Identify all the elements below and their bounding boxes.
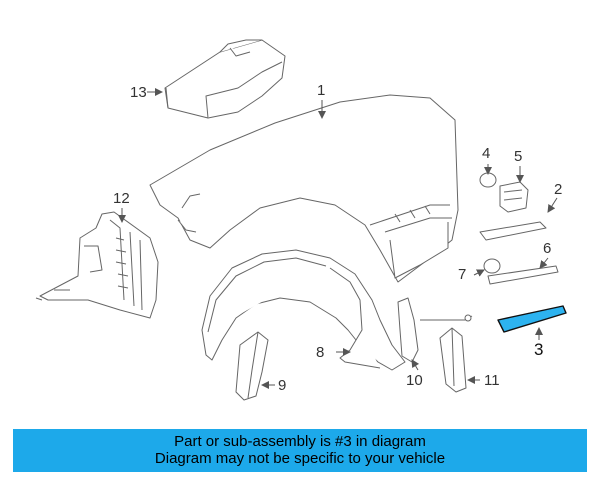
part-2-moulding — [479, 221, 547, 241]
part-9-liner-extension — [235, 331, 269, 401]
banner-line-2: Diagram may not be specific to your vehi… — [154, 450, 446, 467]
part-4-grommet — [479, 172, 497, 188]
callout-12: 12 — [113, 190, 130, 207]
part-12-headlamp-bracket — [35, 211, 159, 319]
part-7-clip — [483, 258, 501, 274]
callout-3: 3 — [534, 340, 544, 359]
callout-6: 6 — [543, 240, 552, 257]
callout-4: 4 — [482, 145, 491, 162]
callout-8: 8 — [316, 344, 325, 361]
callout-2: 2 — [554, 181, 563, 198]
callout-1: 1 — [317, 82, 326, 99]
part-8-wheel-liner — [201, 249, 406, 371]
part-5-bracket — [499, 181, 529, 213]
part-11-mud-flap — [439, 327, 467, 393]
callout-5: 5 — [514, 148, 523, 165]
part-13-air-duct — [164, 39, 286, 119]
info-banner: Part or sub-assembly is #3 in diagram Di… — [13, 429, 587, 472]
callout-13: 13 — [130, 84, 147, 101]
callout-11: 11 — [484, 372, 500, 389]
callout-10: 10 — [406, 372, 423, 389]
part-6-trim-strip — [487, 265, 559, 285]
part-1-fender — [149, 94, 459, 283]
banner-line-1: Part or sub-assembly is #3 in diagram — [174, 433, 426, 450]
callout-9: 9 — [278, 377, 287, 394]
parts-diagram — [35, 39, 567, 401]
part-3-highlighted-trim[interactable] — [497, 305, 567, 333]
callout-7: 7 — [458, 266, 467, 283]
part-10-splash-shield — [397, 297, 473, 363]
